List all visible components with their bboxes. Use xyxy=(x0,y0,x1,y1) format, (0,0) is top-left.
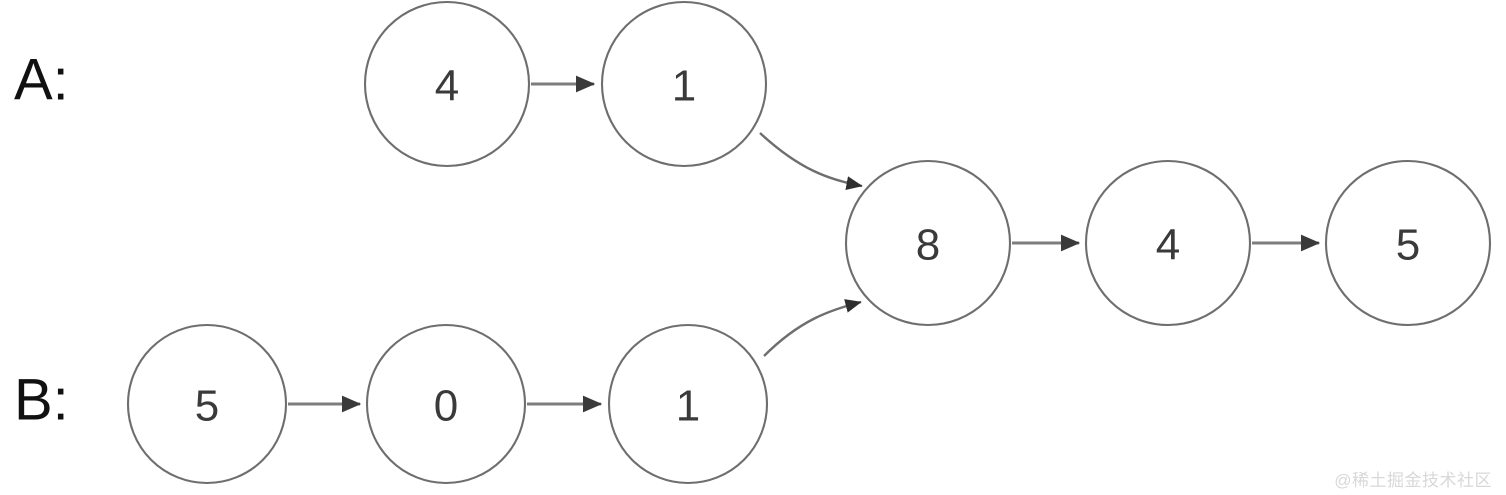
node-b2-circle xyxy=(365,323,527,485)
node-b3-circle xyxy=(607,323,769,485)
row-label-a: A: xyxy=(14,48,69,113)
node-tail-1[interactable]: 4 xyxy=(1084,159,1252,327)
node-intersection-label: 8 xyxy=(916,221,940,270)
node-a1-circle xyxy=(363,0,531,168)
node-tail-1-label: 4 xyxy=(1156,221,1180,270)
node-b2[interactable]: 0 xyxy=(365,323,527,485)
node-intersection-circle xyxy=(844,159,1012,327)
node-b3-label: 1 xyxy=(676,382,700,431)
edge-a2-merge xyxy=(759,132,863,190)
node-a2-circle xyxy=(600,0,768,168)
node-tail-2-circle xyxy=(1324,159,1492,327)
node-intersection[interactable]: 8 xyxy=(844,159,1012,327)
watermark: @稀土掘金技术社区 xyxy=(1334,471,1492,490)
edge-b3-merge xyxy=(763,299,862,357)
node-a2[interactable]: 1 xyxy=(600,0,768,168)
node-b1-label: 5 xyxy=(195,382,219,431)
node-a1[interactable]: 4 xyxy=(363,0,531,168)
node-b1[interactable]: 5 xyxy=(126,323,288,485)
node-b2-label: 0 xyxy=(434,382,458,431)
node-b3[interactable]: 1 xyxy=(607,323,769,485)
node-tail-1-circle xyxy=(1084,159,1252,327)
row-label-b: B: xyxy=(14,368,69,433)
node-a1-label: 4 xyxy=(435,62,459,111)
node-tail-2[interactable]: 5 xyxy=(1324,159,1492,327)
node-b1-circle xyxy=(126,323,288,485)
node-tail-2-label: 5 xyxy=(1396,221,1420,270)
node-a2-label: 1 xyxy=(672,62,696,111)
